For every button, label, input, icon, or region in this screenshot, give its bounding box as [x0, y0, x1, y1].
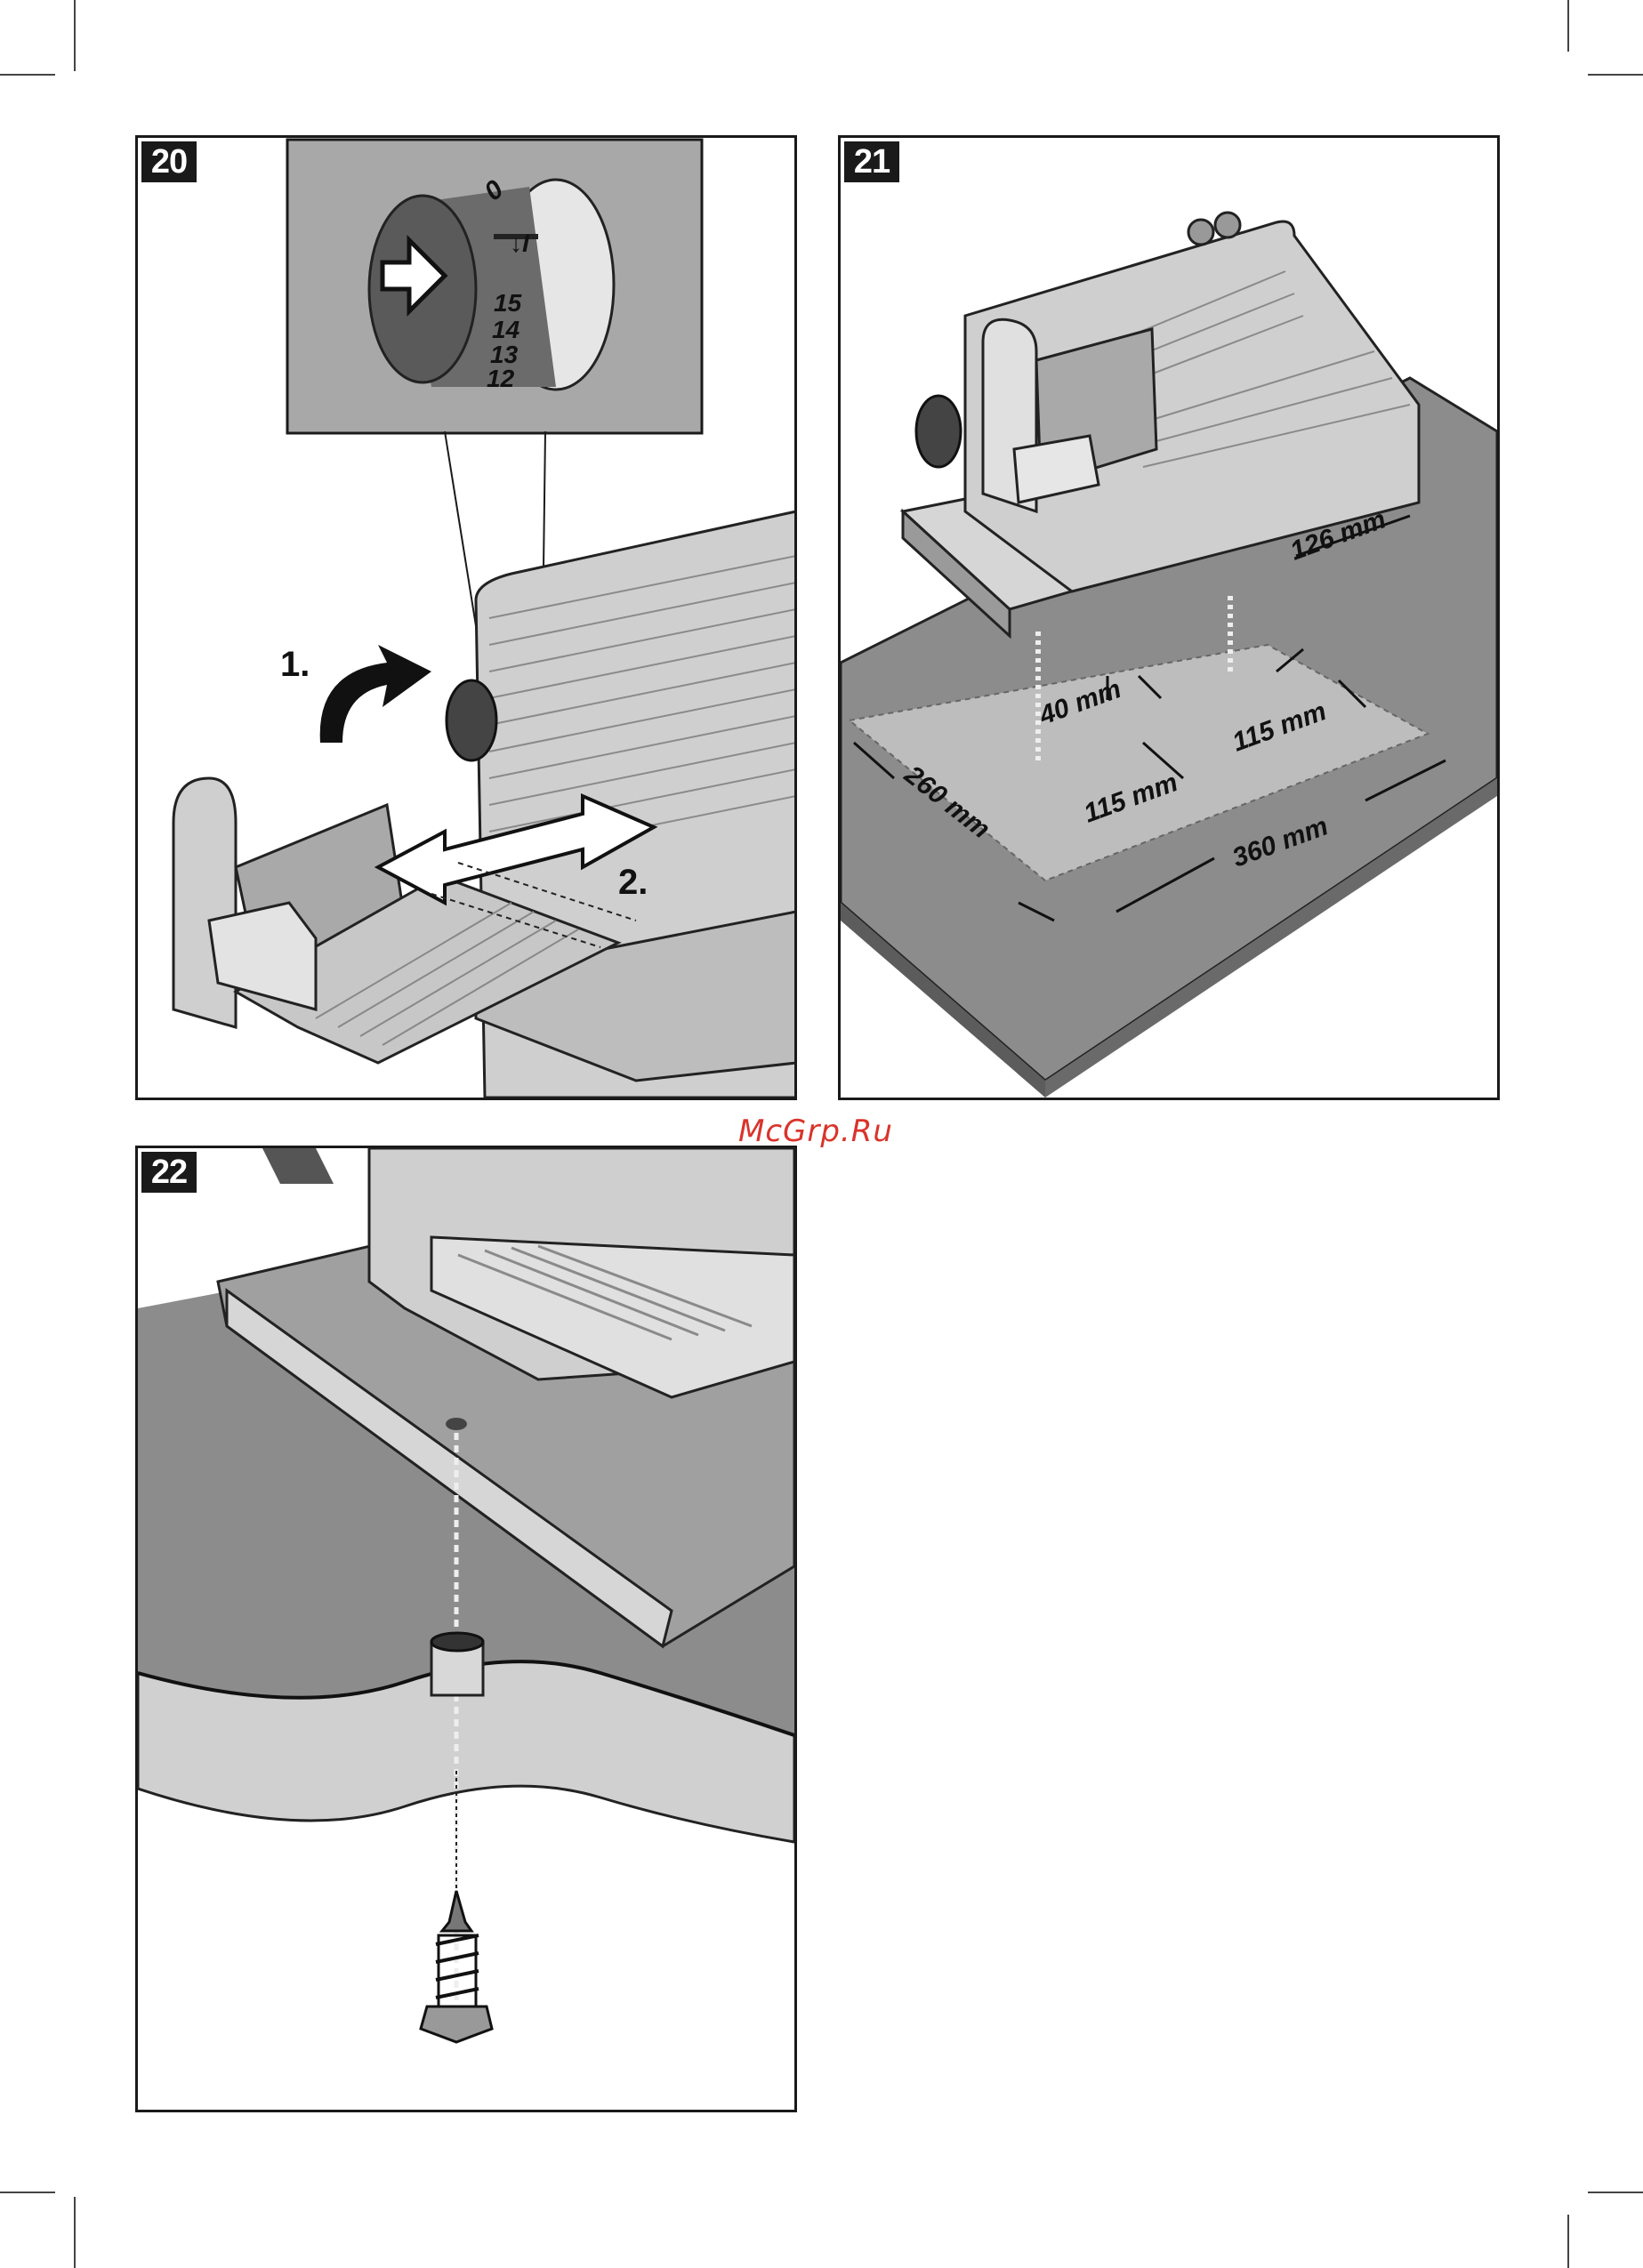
- crop-mark: [0, 2192, 55, 2193]
- crop-mark: [1588, 2192, 1643, 2193]
- dial-number-14: 14: [492, 316, 520, 343]
- crop-mark: [1588, 74, 1643, 76]
- figure-21: 126 mm 40 mm 115 mm 115 mm 260 mm 360 mm…: [838, 135, 1500, 1100]
- figure-21-illustration: 126 mm 40 mm 115 mm 115 mm 260 mm 360 mm: [841, 138, 1497, 1098]
- figure-20-illustration: 0 ↓I 15 14 13 12 1. 2.: [138, 138, 794, 1098]
- dial-symbol: ↓I: [510, 229, 530, 257]
- figure-number-badge: 22: [141, 1152, 197, 1193]
- figure-number-badge: 21: [844, 141, 899, 182]
- step-2-label: 2.: [618, 863, 648, 902]
- figure-22: 22: [135, 1146, 797, 2112]
- dial-number-15: 15: [494, 289, 522, 317]
- crop-mark: [74, 2197, 76, 2268]
- step-1-label: 1.: [280, 645, 310, 684]
- crop-mark: [1567, 0, 1569, 52]
- figure-number-badge: 20: [141, 141, 197, 182]
- crop-mark: [0, 74, 55, 76]
- crop-mark: [1567, 2215, 1569, 2268]
- figure-20: 0 ↓I 15 14 13 12 1. 2. 20: [135, 135, 797, 1100]
- dial-number-12: 12: [487, 365, 515, 392]
- figure-22-illustration: [138, 1148, 794, 2110]
- crop-mark: [74, 0, 76, 71]
- watermark: McGrp.Ru: [738, 1114, 893, 1149]
